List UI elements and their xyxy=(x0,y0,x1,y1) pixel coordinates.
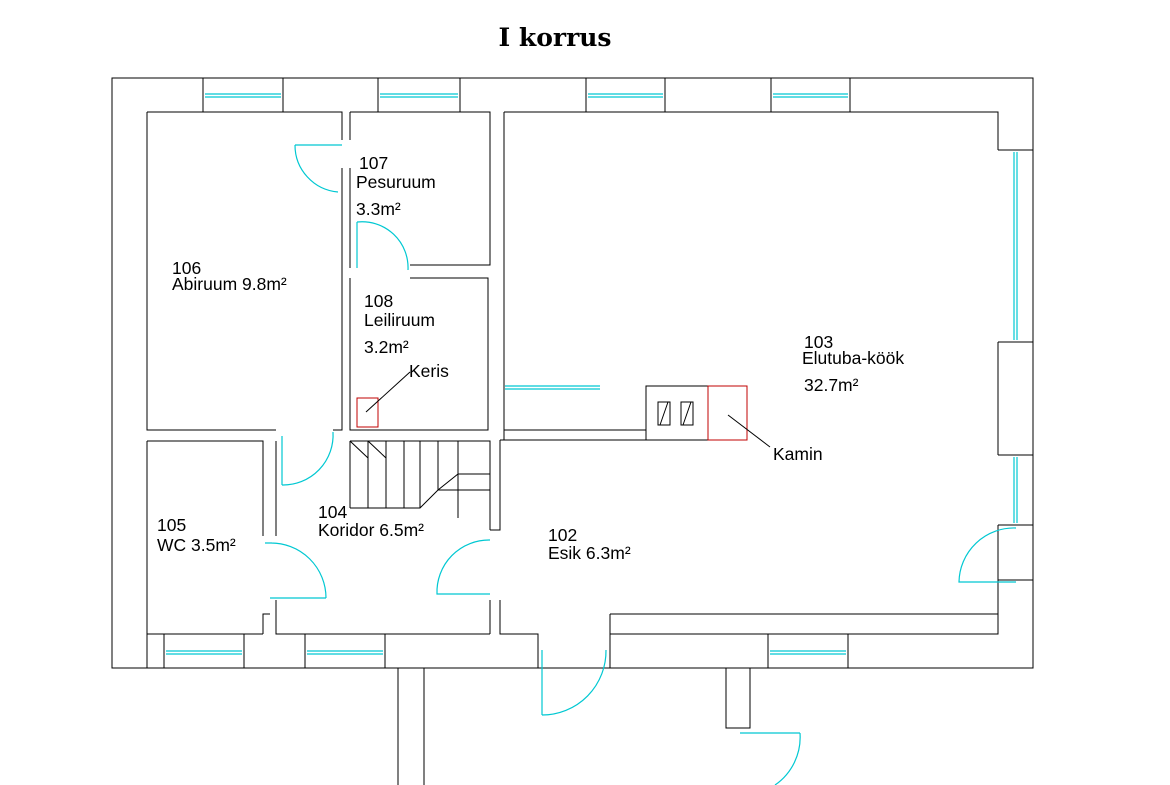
room-108-label: 108 Leiliruum 3.2m² xyxy=(364,291,435,357)
room-name: Leiliruum xyxy=(364,310,435,330)
room-name: Pesuruum xyxy=(356,172,436,192)
room-number: 102 xyxy=(548,525,577,545)
room-area: 3.2m² xyxy=(364,337,409,357)
room-number: 106 xyxy=(172,258,201,278)
room-106-label: 106 Abiruum 9.8m² xyxy=(172,258,287,294)
room-name: Elutuba-köök xyxy=(802,348,904,368)
kamin-symbol xyxy=(707,385,748,441)
room-name: Abiruum 9.8m² xyxy=(172,274,287,294)
keris-symbol xyxy=(356,397,379,428)
kamin-leader-line xyxy=(727,414,771,448)
room-number: 108 xyxy=(364,291,393,311)
room-number: 107 xyxy=(359,153,388,173)
room-area: 3.3m² xyxy=(356,199,401,219)
room-number: 103 xyxy=(804,332,833,352)
room-name: Koridor 6.5m² xyxy=(318,520,424,540)
outer-walls xyxy=(111,77,1034,669)
room-name: Esik 6.3m² xyxy=(548,543,631,563)
room-number: 105 xyxy=(157,515,186,535)
heaters xyxy=(356,371,771,448)
room-number: 104 xyxy=(318,502,347,522)
room-area: 32.7m² xyxy=(804,375,859,395)
room-102-label: 102 Esik 6.3m² xyxy=(548,525,631,563)
windows xyxy=(166,93,1018,655)
keris-leader-line xyxy=(365,371,411,413)
plan-title: I korrus xyxy=(499,23,612,52)
doors xyxy=(265,144,1017,785)
room-105-label: 105 WC 3.5m² xyxy=(157,515,236,555)
room-104-label: 104 Koridor 6.5m² xyxy=(318,502,424,540)
room-103-label: 103 Elutuba-köök 32.7m² xyxy=(802,332,904,395)
inner-walls xyxy=(146,111,1033,785)
room-name: WC 3.5m² xyxy=(157,535,236,555)
keris-label: Keris xyxy=(409,361,449,381)
room-107-label: 107 Pesuruum 3.3m² xyxy=(356,153,436,219)
stairs xyxy=(349,440,491,530)
kamin-label: Kamin xyxy=(773,444,823,464)
